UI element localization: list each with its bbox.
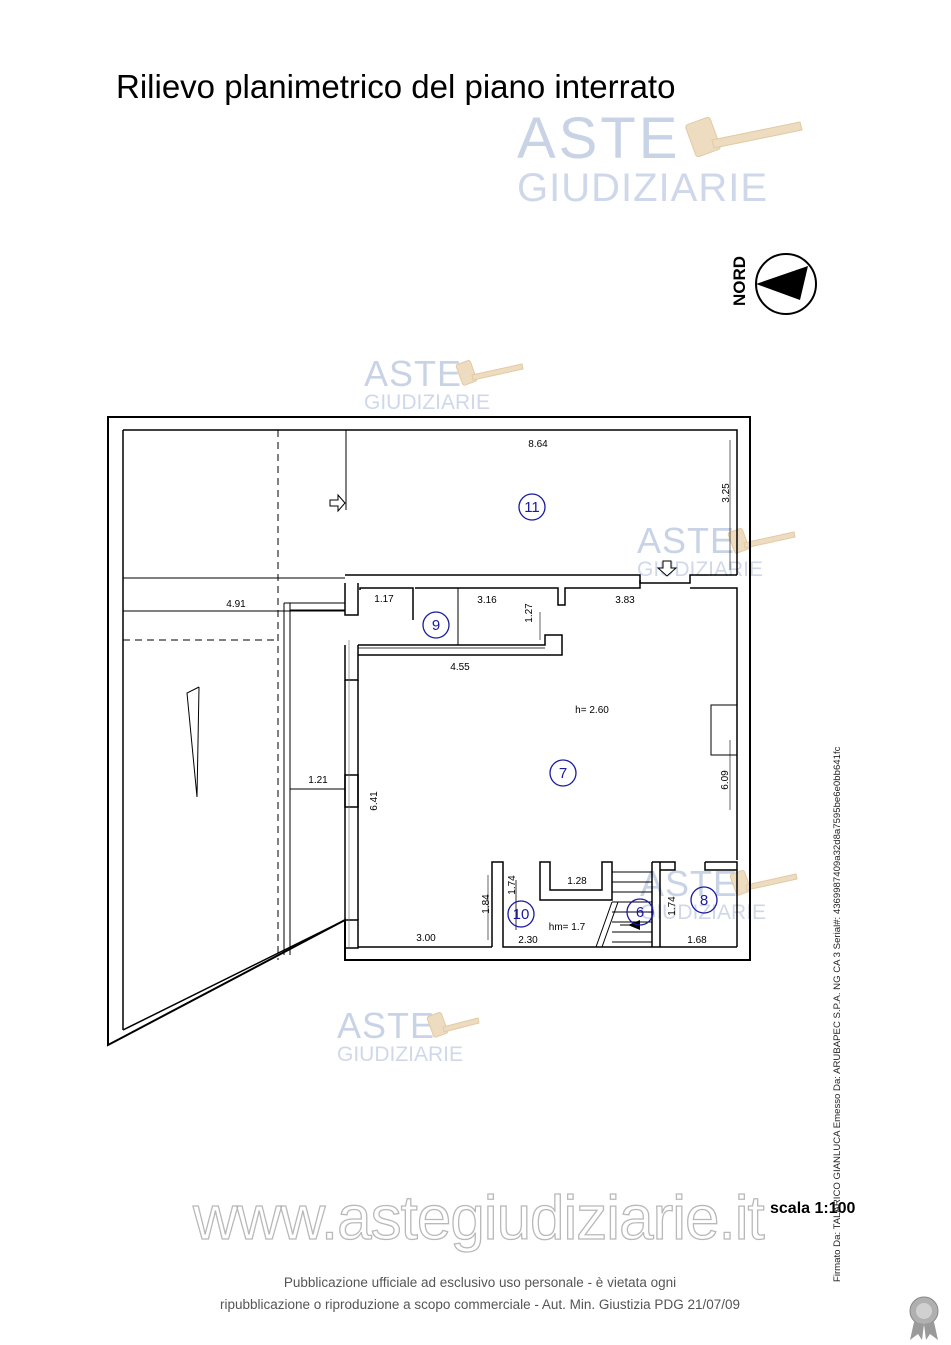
watermark-plan-top: ASTE GIUDIZIARIE xyxy=(364,353,491,414)
scale-label: scala 1:100 xyxy=(770,1200,856,1217)
footer-line2: ripubblicazione o riproduzione a scopo c… xyxy=(219,1297,740,1312)
watermark-line2: GIUDIZIARIE xyxy=(337,1043,464,1066)
gavel-icon xyxy=(727,527,796,554)
dim-label: 1.74 xyxy=(667,896,678,916)
dim-label: h= 2.60 xyxy=(575,705,609,716)
dim-label: hm= 1.7 xyxy=(549,922,586,933)
dim-label: 1.27 xyxy=(524,603,535,623)
watermark-line1: ASTE xyxy=(637,520,736,561)
dim-label: 3.00 xyxy=(416,933,436,944)
dim-label: 1.84 xyxy=(481,894,492,914)
seal-icon xyxy=(909,1296,939,1340)
dim-label: 2.30 xyxy=(518,935,538,946)
dim-label: 3.83 xyxy=(615,595,635,606)
watermark-line1: ASTE xyxy=(517,106,681,171)
dim-label: 6.09 xyxy=(720,770,731,790)
room-number-6: 6 xyxy=(636,904,644,921)
dim-label: 6.41 xyxy=(369,791,380,811)
watermark-line1: ASTE xyxy=(337,1005,436,1046)
watermark-line1: ASTE xyxy=(364,353,463,394)
dim-label: 1.28 xyxy=(567,876,587,887)
gavel-icon xyxy=(729,869,798,896)
entry-arrow-icon xyxy=(329,493,346,513)
footer-line1: Pubblicazione ufficiale ad esclusivo uso… xyxy=(283,1275,677,1290)
dim-label: 1.21 xyxy=(308,775,328,786)
room-number-9: 9 xyxy=(432,617,440,634)
dim-label: 1.68 xyxy=(687,935,707,946)
dim-label: 3.25 xyxy=(721,483,732,503)
north-label: NORD xyxy=(730,255,749,306)
page-title: Rilievo planimetrico del piano interrato xyxy=(116,68,676,105)
dim-label: 8.64 xyxy=(528,439,548,450)
gavel-icon xyxy=(455,359,524,386)
stair-arrow-icon xyxy=(628,920,640,930)
room-number-8: 8 xyxy=(700,892,708,909)
watermark-line2: GIUDIZIARIE xyxy=(364,391,491,414)
gavel-icon xyxy=(685,116,803,158)
dim-label: 3.16 xyxy=(477,595,497,606)
dim-label: 1.74 xyxy=(507,875,518,895)
dim-label: 1.17 xyxy=(374,594,394,605)
watermark-top: ASTE GIUDIZIARIE xyxy=(517,106,769,210)
digital-signature: Firmato Da: TALARICO GIANLUCA Emesso Da:… xyxy=(832,746,843,1282)
room-number-11: 11 xyxy=(524,499,540,516)
watermark-bottom: ASTE GIUDIZIARIE xyxy=(337,1005,464,1066)
watermark-line2: GIUDIZIARIE xyxy=(517,166,769,210)
gavel-icon xyxy=(426,1011,480,1038)
site-url-watermark: www.astegiudiziarie.it xyxy=(192,1183,765,1253)
room-number-7: 7 xyxy=(559,765,567,782)
dim-label: 4.91 xyxy=(226,599,246,610)
dim-label: 4.55 xyxy=(450,662,470,673)
entry-arrow-icon xyxy=(656,560,678,577)
north-arrow-icon xyxy=(755,253,817,315)
watermark-line1: ASTE xyxy=(640,863,739,904)
room-number-10: 10 xyxy=(513,906,530,923)
